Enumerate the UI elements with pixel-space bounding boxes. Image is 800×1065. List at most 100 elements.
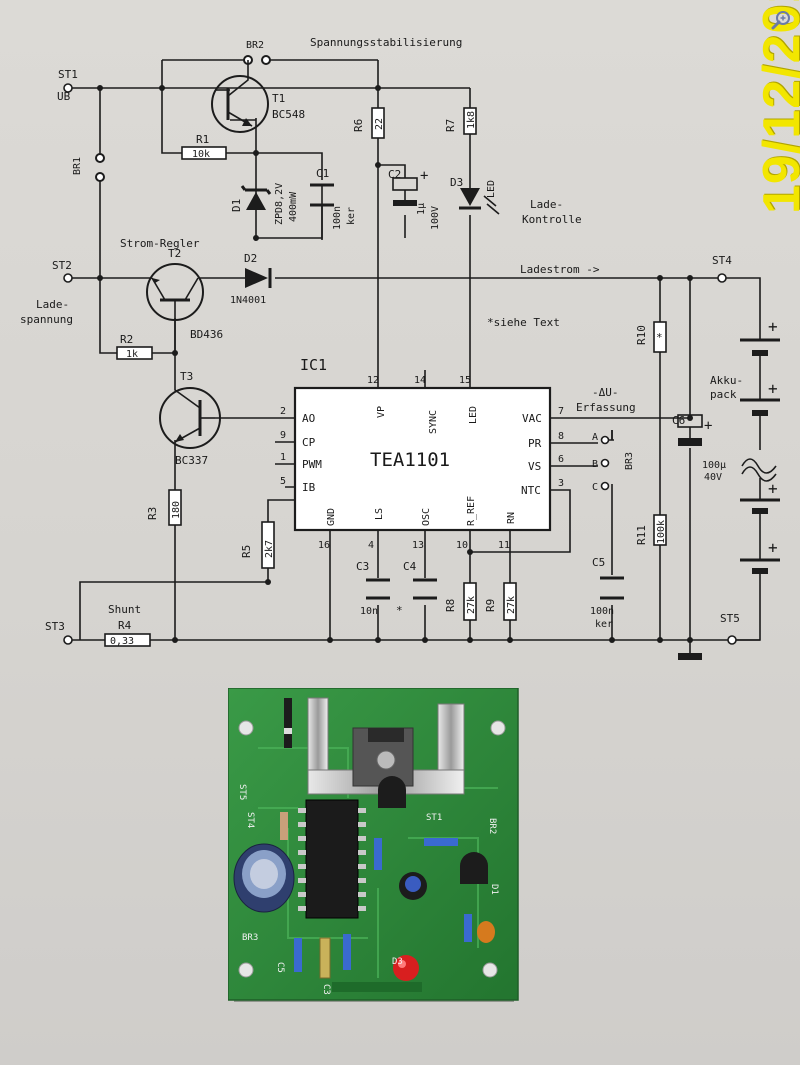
- transistor-t3: T3 BC337: [159, 370, 221, 467]
- terminal-st5: ST5: [720, 612, 740, 645]
- pin-name-osc: OSC: [421, 508, 432, 526]
- zener-diode-d1: D1 ZPD8,2V 400mW: [230, 183, 299, 225]
- br3-b-label: B: [592, 459, 598, 470]
- akku-label-2: pack: [710, 388, 737, 401]
- lade-kontrolle-label-1: Lade-: [530, 198, 563, 211]
- resistor-r1: R1 10k: [181, 133, 227, 160]
- r7-value: 1k8: [466, 111, 477, 129]
- transistor-t2: T2 BD436: [146, 247, 223, 341]
- capacitor-c3: C3 10n: [356, 560, 390, 617]
- r3-ref: R3: [146, 507, 159, 520]
- r8-value: 27k: [466, 596, 477, 614]
- pin-num-gnd: 16: [318, 540, 330, 551]
- r5-ref: R5: [240, 545, 253, 558]
- r10-ref: R10: [635, 325, 648, 345]
- c6-plus: +: [704, 418, 712, 434]
- pcb-d1-label: D1: [489, 884, 499, 895]
- d1-ref: D1: [230, 199, 243, 212]
- t2-part: BD436: [190, 328, 223, 341]
- terminal-st4: ST4: [712, 254, 732, 283]
- capacitor-c1: C1 100n ker: [310, 167, 357, 240]
- strom-regler-label: Strom-Regler: [120, 237, 200, 250]
- st2-label: ST2: [52, 259, 72, 272]
- r9-value: 27k: [506, 596, 517, 614]
- c2-value-2: 100V: [430, 206, 441, 230]
- t1-part: BC548: [272, 108, 305, 121]
- battery-plus-1: +: [768, 317, 778, 336]
- pin-num-ao: 2: [280, 406, 286, 417]
- r6-ref: R6: [352, 119, 365, 132]
- pin-num-vp: 12: [367, 375, 379, 386]
- pin-name-vp: VP: [376, 406, 387, 418]
- pin-num-rn: 11: [498, 540, 510, 551]
- c2-plus: +: [420, 168, 428, 184]
- c2-ref: C2: [388, 168, 401, 181]
- r2-ref: R2: [120, 333, 133, 346]
- c1-value-2: ker: [346, 207, 357, 225]
- pin-num-vac: 7: [558, 406, 564, 417]
- battery-plus-3: +: [768, 479, 778, 498]
- ladespannung-label-2: spannung: [20, 313, 73, 326]
- r11-value: 100k: [656, 520, 667, 544]
- c6-value-2: 40V: [704, 472, 722, 483]
- ic-chip: [298, 799, 366, 919]
- st1-label: ST1: [58, 68, 78, 81]
- pcb-br3-label: BR3: [242, 933, 258, 943]
- pcb-st5-label: ST5: [237, 784, 247, 800]
- resistor-r6: R6 22: [352, 107, 385, 139]
- jumper-br3: A B C BR3: [592, 430, 635, 493]
- pin-num-ntc: 3: [558, 478, 564, 489]
- pcb-silkscreen: ST5 ST4 ST1 BR2 BR3 D3 C5 C3 D1: [237, 784, 499, 995]
- pcb-c3-label: C3: [321, 984, 331, 995]
- resistor-r4: R4 0,33: [104, 619, 151, 647]
- terminal-st1: ST1 UB: [57, 68, 78, 103]
- pcb-br2-label: BR2: [487, 818, 497, 834]
- pin-name-ao: AO: [302, 412, 315, 425]
- t3-part: BC337: [175, 454, 208, 467]
- zoom-icon[interactable]: [770, 10, 792, 32]
- pin-num-pwm: 1: [280, 452, 286, 463]
- transistor-t1: T1 BC548: [211, 60, 305, 133]
- lade-kontrolle-label-2: Kontrolle: [522, 213, 582, 226]
- d3-part: LED: [486, 180, 497, 198]
- shunt-label: Shunt: [108, 603, 141, 616]
- pin-name-gnd: GND: [326, 508, 337, 526]
- ic-tea1101: IC1 TEA1101 12 VP 14 SYNC 15 LED 2 AO 9 …: [280, 356, 564, 551]
- c4-ref: C4: [403, 560, 417, 573]
- t2-ref: T2: [168, 247, 181, 260]
- pin-name-vac: VAC: [522, 412, 542, 425]
- r5-value: 2k7: [264, 540, 275, 558]
- pin-name-sync: SYNC: [428, 410, 439, 434]
- d1-part-2: 400mW: [288, 191, 299, 222]
- date-stamp-text: 19/12/201: [753, 0, 800, 214]
- pin-name-ntc: NTC: [521, 484, 541, 497]
- pin-name-rn: RN: [506, 512, 517, 524]
- pcb-d3-label: D3: [392, 957, 403, 967]
- st5-label: ST5: [720, 612, 740, 625]
- pcb-photo: ST5 ST4 ST1 BR2 BR3 D3 C5 C3 D1: [228, 688, 519, 1002]
- c1-ref: C1: [316, 167, 329, 180]
- resistor-r11: R11 100k: [635, 514, 667, 546]
- ub-label: UB: [57, 90, 71, 103]
- t1-ref: T1: [272, 92, 285, 105]
- t3-ref: T3: [180, 370, 193, 383]
- r8-ref: R8: [444, 599, 457, 612]
- br3-c-label: C: [592, 482, 598, 493]
- r2-value: 1k: [126, 349, 138, 360]
- resistor-r3: R3 180: [146, 489, 182, 526]
- pin-name-led: LED: [468, 406, 479, 424]
- pin-num-pr: 8: [558, 431, 564, 442]
- small-components: [280, 698, 495, 992]
- c5-value-2: ker: [595, 619, 613, 630]
- resistor-r5: R5 2k7: [240, 521, 275, 569]
- delta-u-label-2: Erfassung: [576, 401, 636, 414]
- ground-symbol: [678, 653, 702, 660]
- c6-value-1: 100µ: [702, 460, 726, 471]
- top-title: Spannungsstabilisierung: [310, 36, 462, 49]
- capacitor-c5: C5 100n ker: [590, 556, 624, 630]
- br2-label: BR2: [246, 40, 264, 51]
- battery-plus-2: +: [768, 379, 778, 398]
- pin-name-pr: PR: [528, 437, 542, 450]
- r4-ref: R4: [118, 619, 132, 632]
- r1-ref: R1: [196, 133, 209, 146]
